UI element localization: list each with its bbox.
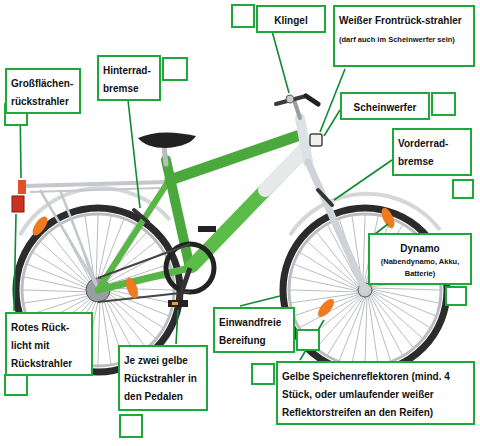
- leader-line: [334, 160, 392, 200]
- spoke: [371, 292, 423, 338]
- label-box: Hinterrad-bremse: [97, 55, 161, 101]
- rear-rack: [24, 182, 168, 186]
- fork: [308, 162, 365, 290]
- spoke: [291, 293, 360, 303]
- spoke-reflector: [315, 296, 337, 319]
- leader-line: [272, 31, 289, 93]
- spoke: [371, 288, 440, 290]
- rack-strut: [60, 190, 98, 288]
- check-square: [5, 375, 27, 395]
- crank: [178, 268, 190, 302]
- label-text: Vorderrad-bremse: [398, 138, 448, 167]
- spoke: [368, 295, 378, 364]
- spoke: [370, 293, 413, 347]
- label-note: (Nabendynamo, Akku, Batterie): [374, 256, 466, 280]
- label-text: Hinterrad-bremse: [103, 65, 151, 94]
- handlebar: [276, 96, 306, 104]
- spoke: [369, 295, 391, 361]
- check-square: [297, 330, 319, 350]
- label-box: Scheinwerfer: [340, 92, 430, 120]
- spoke-reflector: [124, 276, 141, 300]
- rack-strut: [40, 190, 98, 288]
- pedal-reflector: [172, 302, 178, 305]
- frame: [98, 95, 365, 290]
- label-box: Vorderrad-bremse: [392, 128, 472, 176]
- label-text: Rotes Rück-licht mit Rückstrahler: [11, 322, 72, 369]
- seat-post: [164, 146, 166, 164]
- spoke: [28, 264, 92, 290]
- leader-line: [176, 310, 178, 344]
- spoke: [23, 290, 92, 292]
- front-brake: [318, 190, 332, 205]
- label-text: Weißer Frontrück-strahler: [339, 15, 462, 26]
- check-squares: [5, 5, 473, 437]
- spoke: [371, 291, 430, 328]
- spoke: [363, 215, 365, 284]
- pedal: [168, 300, 188, 307]
- spoke-reflector: [30, 214, 51, 238]
- rear-rack: [30, 188, 160, 192]
- grip: [306, 96, 318, 104]
- label-text: Einwandfreie Bereifung: [219, 317, 281, 346]
- saddle: [138, 132, 196, 148]
- leader-line: [14, 214, 16, 311]
- label-box: Gelbe Speichenreflektoren (mind. 4 Stück…: [276, 361, 475, 425]
- label-text: Gelbe Speichenreflektoren (mind. 4 Stück…: [282, 371, 450, 418]
- bell: [286, 95, 294, 103]
- tail-light: [12, 196, 24, 212]
- stem: [294, 100, 300, 118]
- check-square: [163, 58, 187, 80]
- check-square: [232, 5, 254, 27]
- label-box: Je zwei gelbe Rückstrahler in den Pedale…: [118, 345, 208, 411]
- check-square: [453, 180, 473, 198]
- check-square: [120, 415, 142, 437]
- leader-line: [324, 110, 340, 136]
- label-text: Dynamo: [400, 243, 439, 254]
- check-square: [432, 93, 455, 115]
- spoke: [96, 215, 98, 284]
- spoke: [33, 252, 92, 289]
- spoke: [290, 290, 359, 292]
- label-box: Rotes Rück-licht mit Rückstrahler: [5, 312, 93, 376]
- headlight: [310, 134, 322, 146]
- check-square: [446, 287, 466, 305]
- spoke: [101, 295, 111, 364]
- leader-line: [128, 100, 140, 208]
- spoke: [295, 264, 359, 290]
- chain: [98, 244, 190, 278]
- label-text: Je zwei gelbe Rückstrahler in den Pedale…: [124, 355, 197, 402]
- rear-brake: [134, 210, 148, 222]
- spoke-reflectors: [30, 206, 398, 320]
- label-box: Einwandfreie Bereifung: [213, 307, 295, 353]
- spoke: [371, 289, 439, 303]
- rear-reflector: [18, 180, 26, 194]
- spoke-reflector: [379, 206, 397, 230]
- label-text: Scheinwerfer: [354, 102, 417, 113]
- label-box: Weißer Frontrück-strahler (darf auch im …: [333, 5, 475, 67]
- down-tube: [192, 150, 304, 266]
- check-square: [252, 364, 274, 384]
- drivetrain: [98, 226, 216, 307]
- label-box: Dynamo (Nabendynamo, Akku, Batterie): [368, 233, 472, 285]
- label-text: Klingel: [274, 15, 307, 26]
- label-box: Klingel: [256, 5, 326, 33]
- label-note: (darf auch im Scheinwerfer sein): [339, 35, 455, 44]
- down-tube-white: [265, 150, 304, 190]
- head-tube: [300, 118, 308, 162]
- front-fender: [290, 194, 440, 235]
- pedal: [198, 226, 216, 232]
- spoke: [98, 296, 100, 365]
- leader-line: [240, 296, 280, 306]
- label-text: Großflächen-rückstrahler: [11, 78, 73, 107]
- spoke: [365, 296, 367, 365]
- label-box: Großflächen-rückstrahler: [5, 68, 81, 114]
- spoke: [339, 296, 365, 360]
- spoke: [371, 290, 435, 316]
- spoke: [24, 293, 93, 303]
